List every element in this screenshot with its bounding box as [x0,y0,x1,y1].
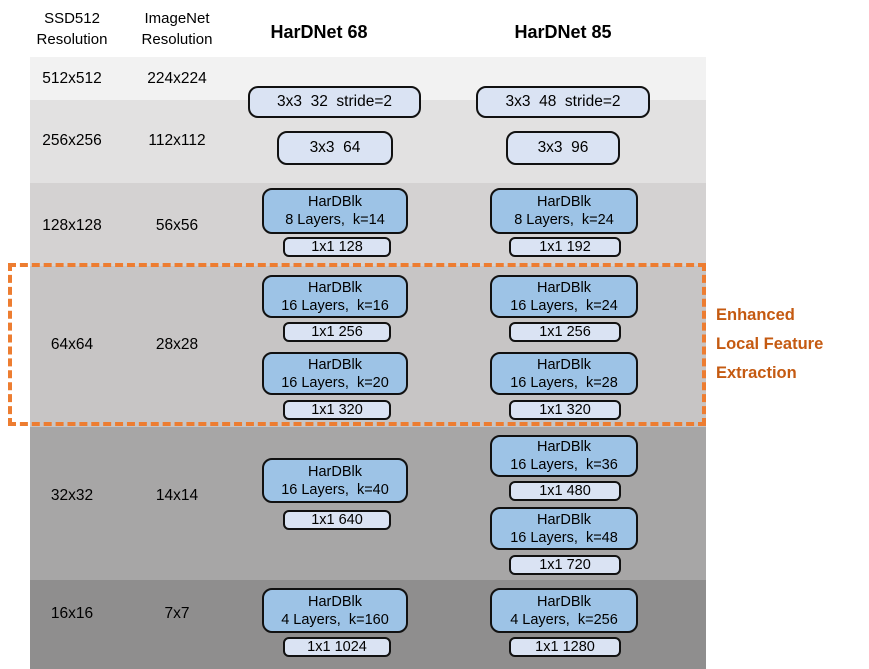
column-header-hardnet85: HarDNet 85 [514,22,612,42]
ssd-resolution-row-4: 64x64 [50,336,94,353]
hardblk-detail: 16 Layers, k=24 [510,297,618,314]
hardblk-name: HarDBlk [308,356,362,373]
hardblk-detail: 4 Layers, k=160 [281,611,389,628]
ssd-resolution-row-5: 32x32 [50,487,94,504]
hardblk-name: HarDBlk [537,511,591,528]
enhanced-local-feature-annotation: Enhanced Local Feature Extraction [716,301,866,388]
hardnet85-transition-5: 1x1 720 [509,555,621,575]
imagenet-resolution-row-6: 7x7 [164,605,190,622]
ssd-resolution-row-6: 16x16 [50,605,94,622]
annotation-line: Local Feature [716,335,824,353]
hardblk-name: HarDBlk [537,279,591,296]
ssd-resolution-row-2: 256x256 [42,132,102,149]
column-header-imagenet-resolution: ImageNet Resolution [141,10,213,48]
enhanced-region-dashed-box [8,263,706,426]
hardblk-name: HarDBlk [537,593,591,610]
column-header-ssd-resolution: SSD512 Resolution [36,10,108,48]
hardnet68-transition-4: 1x1 640 [283,510,391,530]
annotation-line: Extraction [716,364,797,382]
hardnet68-hardblk-3: HarDBlk 16 Layers, k=20 [262,352,408,395]
hardblk-detail: 16 Layers, k=36 [510,457,618,473]
hardnet68-transition-3: 1x1 320 [283,400,391,420]
hardblk-detail: 16 Layers, k=28 [510,374,618,391]
hardnet68-hardblk-5: HarDBlk 4 Layers, k=160 [262,588,408,633]
annotation-line: Enhanced [716,306,795,324]
hardnet68-transition-2: 1x1 256 [283,322,391,342]
hardnet85-hardblk-3: HarDBlk 16 Layers, k=28 [490,352,638,395]
hardnet85-hardblk-1: HarDBlk 8 Layers, k=24 [490,188,638,234]
hardnet85-hardblk-2: HarDBlk 16 Layers, k=24 [490,275,638,318]
hardnet85-stem-conv1: 3x3 48 stride=2 [476,86,650,118]
hardnet68-stem-conv1: 3x3 32 stride=2 [248,86,421,118]
ssd-resolution-row-3: 128x128 [42,217,102,234]
hardnet68-stem-conv2: 3x3 64 [277,131,393,165]
imagenet-resolution-row-3: 56x56 [155,217,199,234]
hardblk-name: HarDBlk [308,593,362,610]
hardnet68-hardblk-4: HarDBlk 16 Layers, k=40 [262,458,408,503]
hardnet85-transition-4: 1x1 480 [509,481,621,501]
hardnet68-hardblk-2: HarDBlk 16 Layers, k=16 [262,275,408,318]
hardnet85-transition-3: 1x1 320 [509,400,621,420]
imagenet-resolution-row-1: 224x224 [147,70,207,87]
hardnet85-hardblk-4: HarDBlk 16 Layers, k=36 [490,435,638,477]
imagenet-resolution-row-2: 112x112 [148,132,206,149]
hardblk-detail: 8 Layers, k=24 [514,212,614,228]
hardblk-name: HarDBlk [537,194,591,210]
hardnet85-stem-conv2: 3x3 96 [506,131,620,165]
hardblk-detail: 16 Layers, k=16 [281,297,389,314]
hardblk-detail: 16 Layers, k=48 [510,529,618,546]
ssd-resolution-row-1: 512x512 [42,70,102,87]
hardblk-name: HarDBlk [537,356,591,373]
hardnet85-hardblk-5: HarDBlk 16 Layers, k=48 [490,507,638,550]
imagenet-resolution-row-4: 28x28 [155,336,199,353]
hardblk-detail: 16 Layers, k=40 [281,481,389,498]
hardnet85-hardblk-6: HarDBlk 4 Layers, k=256 [490,588,638,633]
column-header-hardnet68: HarDNet 68 [270,22,368,42]
hardblk-detail: 16 Layers, k=20 [281,374,389,391]
hardblk-name: HarDBlk [308,194,362,210]
hardblk-detail: 8 Layers, k=14 [285,212,385,228]
hardnet68-transition-5: 1x1 1024 [283,637,391,657]
hardblk-detail: 4 Layers, k=256 [510,611,618,628]
hardnet85-transition-2: 1x1 256 [509,322,621,342]
hardnet68-transition-1: 1x1 128 [283,237,391,257]
hardnet85-transition-1: 1x1 192 [509,237,621,257]
imagenet-resolution-row-5: 14x14 [155,487,199,504]
hardblk-name: HarDBlk [308,279,362,296]
hardnet85-transition-6: 1x1 1280 [509,637,621,657]
hardnet68-hardblk-1: HarDBlk 8 Layers, k=14 [262,188,408,234]
hardblk-name: HarDBlk [537,439,591,455]
hardblk-name: HarDBlk [308,463,362,480]
